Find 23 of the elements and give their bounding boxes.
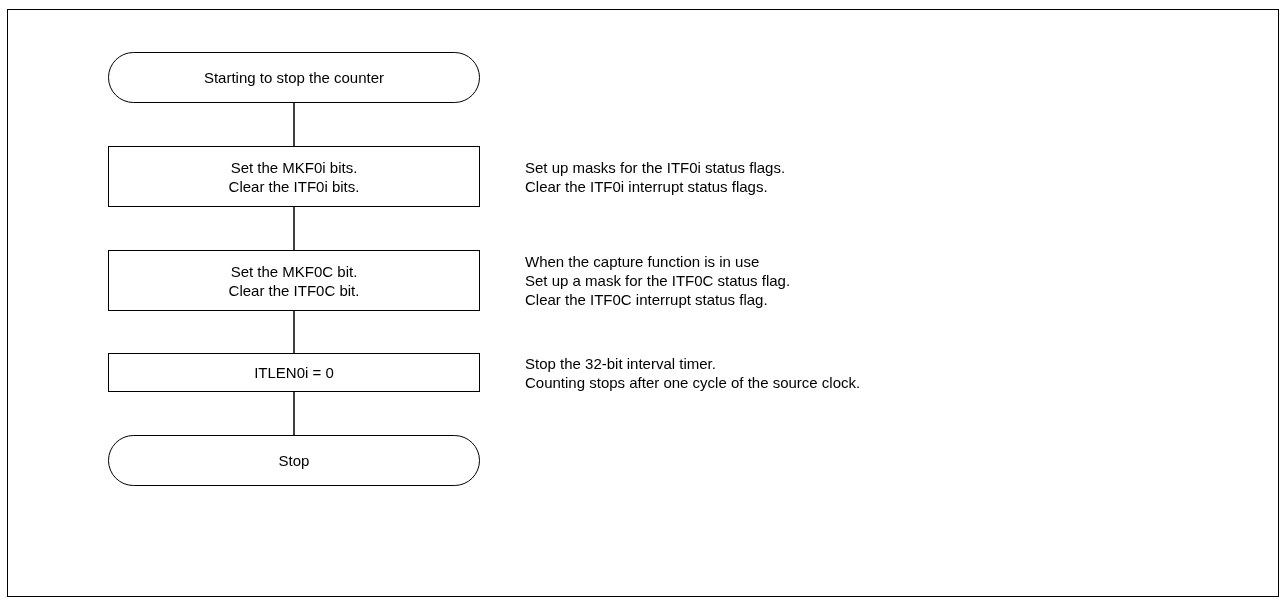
connector-line [293,206,295,251]
terminal-box [108,52,480,103]
step-text: Clear the ITF0i bits. [228,176,360,196]
process-box [108,250,480,311]
terminal-box [108,435,480,486]
connector-line [293,102,295,147]
step-text: Stop [278,451,310,470]
step-text: ITLEN0i = 0 [254,363,334,382]
connector-line [293,310,295,354]
process-box [108,353,480,392]
process-box [108,146,480,207]
step-text: Set the MKF0C bit. [230,261,358,281]
step-text: Clear the ITF0C bit. [228,280,360,300]
note-text: Set up a mask for the ITF0C status flag. [525,271,791,290]
note-text: Set up masks for the ITF0i status flags. [525,157,786,177]
note-text: Counting stops after one cycle of the source clock. [525,372,861,392]
note-text: When the capture function is in use [525,252,761,271]
step-text: Starting to stop the counter [203,68,385,87]
connector-line [293,391,295,436]
note-text: Clear the ITF0i interrupt status flags. [525,176,769,196]
note-text: Clear the ITF0C interrupt status flag. [525,290,769,309]
step-text: Set the MKF0i bits. [230,157,358,177]
note-text: Stop the 32-bit interval timer. [525,353,717,373]
